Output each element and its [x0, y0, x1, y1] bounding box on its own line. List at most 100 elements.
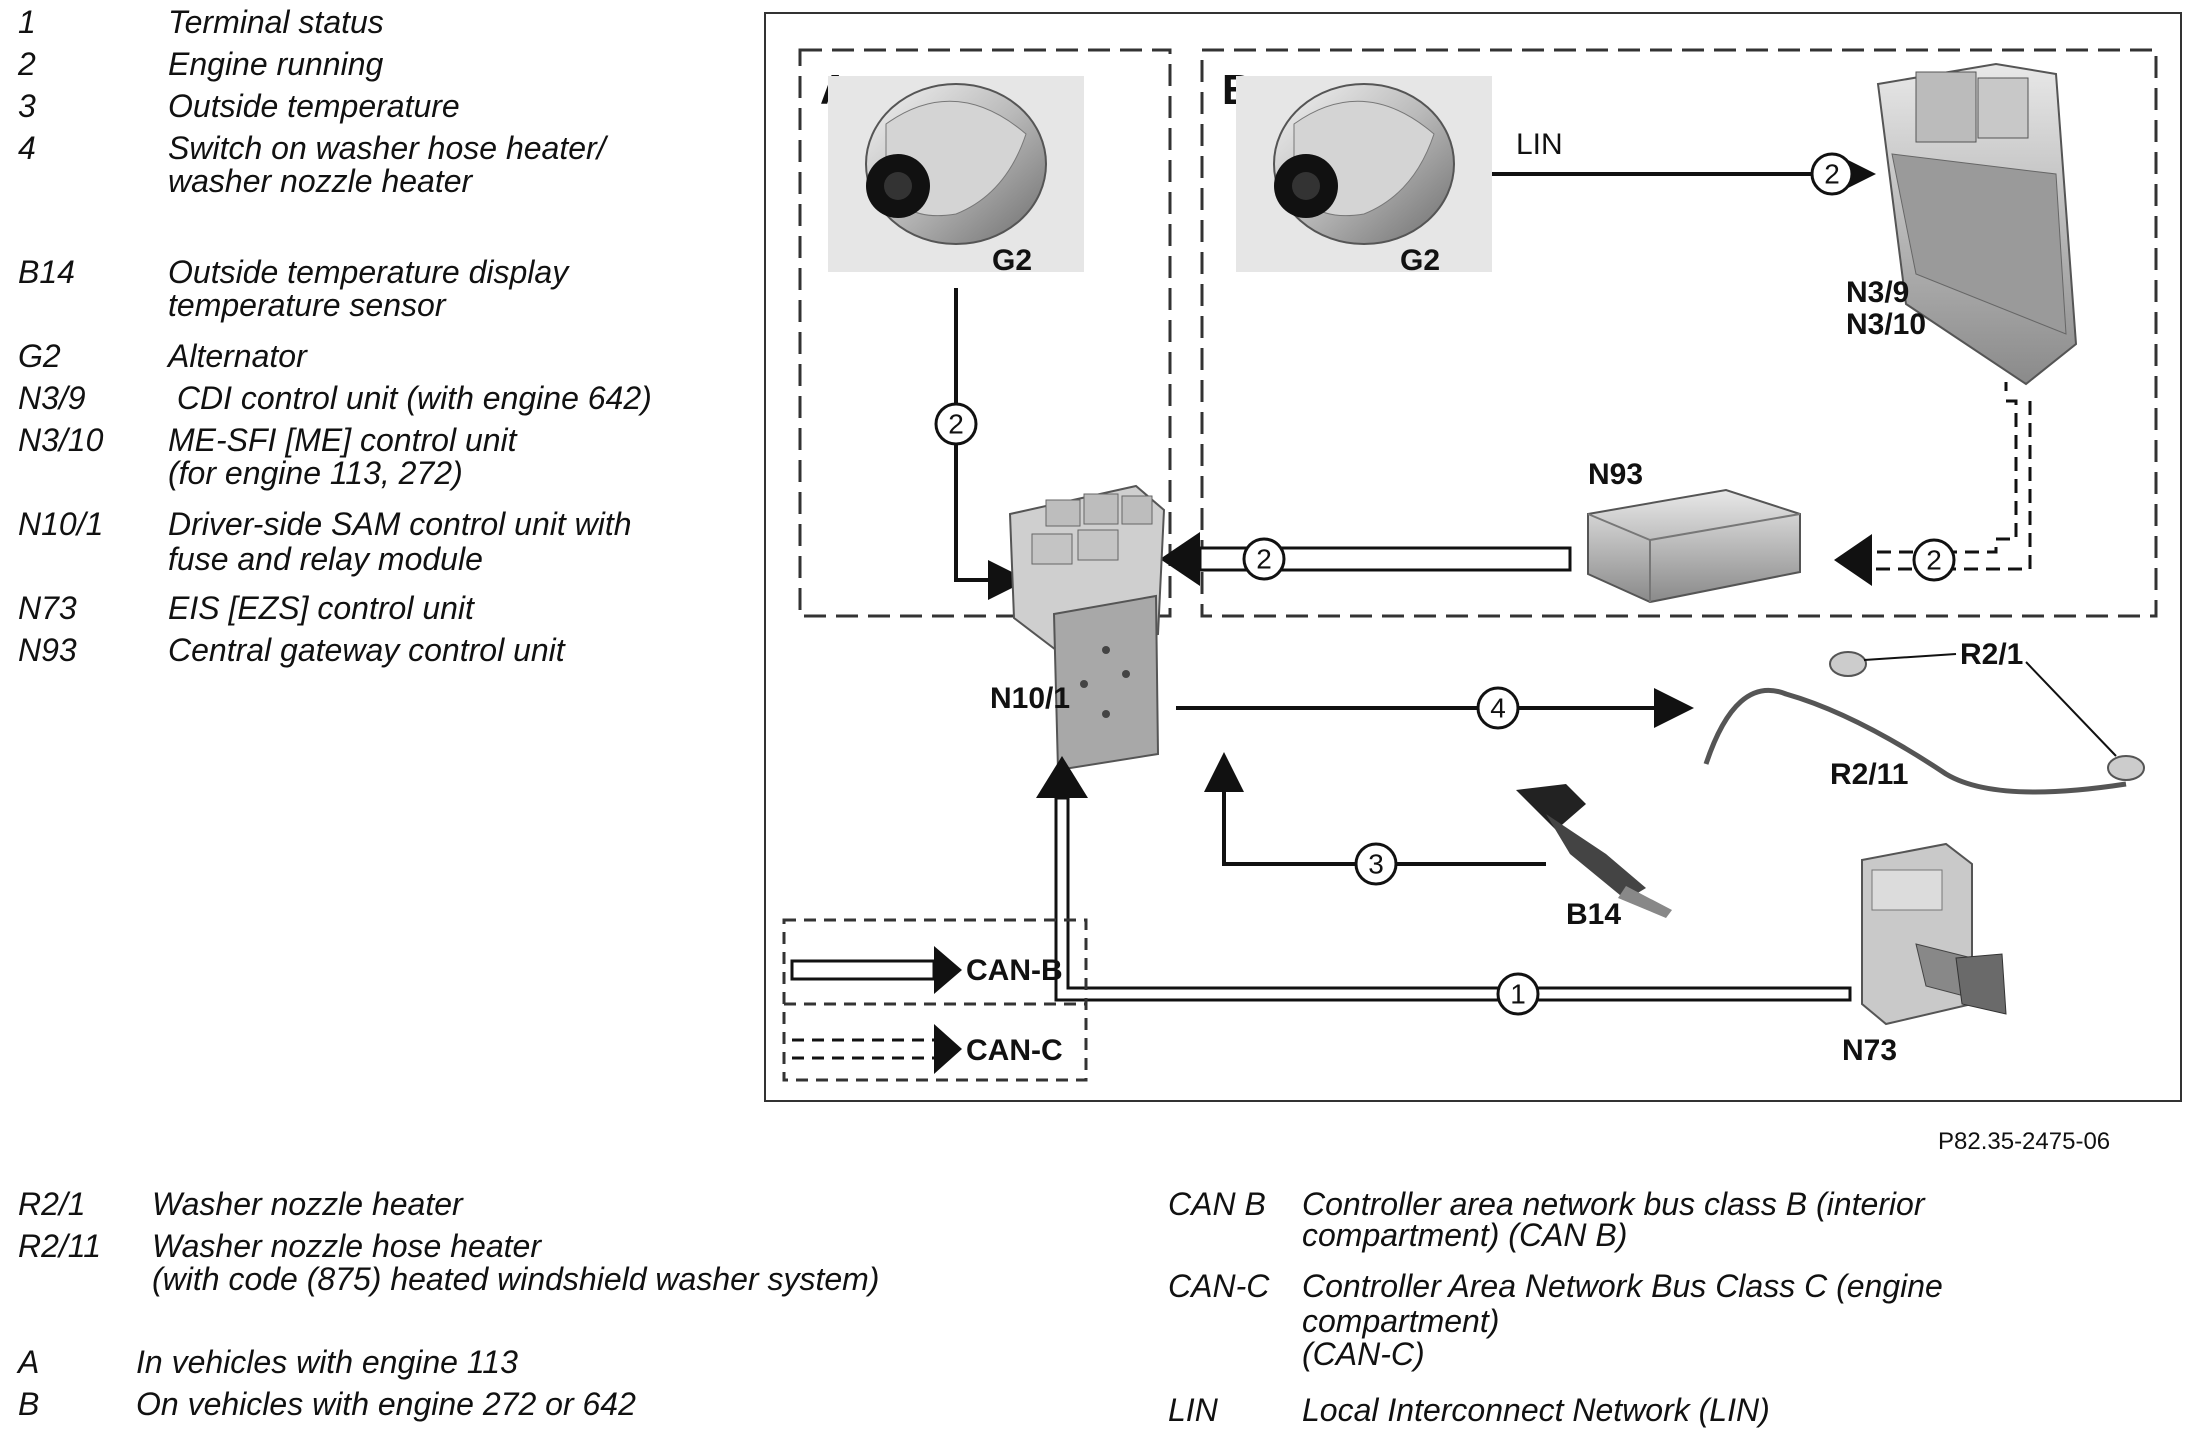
legend-desc: Controller area network bus class B (int… — [1302, 1186, 1924, 1254]
legend-desc: Local Interconnect Network (LIN) — [1302, 1392, 1770, 1428]
legend-desc: Switch on washer hose heater/ washer noz… — [168, 130, 606, 200]
legend-code: B — [18, 1386, 40, 1422]
figure-reference: P82.35-2475-06 — [1938, 1128, 2111, 1155]
alternator-a-icon — [828, 76, 1084, 272]
engine-control-unit-icon — [1876, 62, 2078, 386]
legend-desc: Washer nozzle hose heater (with code (87… — [152, 1228, 879, 1298]
n93-label: N93 — [1588, 458, 1643, 491]
n73-label: N73 — [1842, 1034, 1897, 1067]
can-c-legend-line — [792, 1038, 934, 1060]
legend-item: N93 Central gateway control unit — [18, 632, 748, 674]
legend-desc-line: (for engine 113, 272) — [168, 455, 463, 491]
legend-item: 1 Terminal status — [18, 4, 748, 46]
legend-desc-line: ME-SFI [ME] control unit — [168, 422, 517, 458]
signal-2-a-marker — [934, 402, 978, 446]
legend-item: LIN Local Interconnect Network (LIN) — [1168, 1392, 2178, 1434]
legend-item: R2/1 Washer nozzle heater — [18, 1186, 1018, 1228]
can-b-legend-line — [790, 959, 936, 981]
legend-desc: Washer nozzle heater — [152, 1186, 463, 1222]
legend-desc-line: temperature sensor — [168, 287, 446, 323]
legend-desc: Engine running — [168, 46, 384, 82]
legend-item: N3/10 ME-SFI [ME] control unit (for engi… — [18, 422, 748, 506]
lin-label: LIN — [1516, 128, 1563, 161]
alternator-b-icon — [1236, 76, 1492, 272]
legend-desc-line: (with code (875) heated windshield washe… — [152, 1261, 880, 1297]
legend-item: N10/1 Driver-side SAM control unit with … — [18, 506, 748, 590]
diagram-svg: A B G2 G2 LIN 2 — [782, 48, 2158, 1082]
r2-1-label: R2/1 — [1960, 638, 2023, 671]
legend-item: G2 Alternator — [18, 338, 748, 380]
legend-item: R2/11 Washer nozzle hose heater (with co… — [18, 1228, 1018, 1312]
legend-item: CAN B Controller area network bus class … — [1168, 1186, 2178, 1268]
legend-item: 3 Outside temperature — [18, 88, 748, 130]
signal-2-can-c-number: 2 — [1926, 545, 1942, 576]
legend-desc: Outside temperature display temperature … — [168, 254, 568, 324]
n10-1-label: N10/1 — [990, 682, 1070, 715]
legend-desc: On vehicles with engine 272 or 642 — [136, 1386, 636, 1422]
alternator-a-line — [954, 288, 1028, 600]
legend-desc: Terminal status — [168, 4, 384, 40]
legend-item: 2 Engine running — [18, 46, 748, 88]
signal-4-number: 4 — [1490, 693, 1506, 724]
legend-item: CAN-C Controller Area Network Bus Class … — [1168, 1268, 2178, 1392]
temperature-sensor-icon — [1516, 784, 1672, 918]
box-a — [798, 48, 1172, 618]
legend-desc: Outside temperature — [168, 88, 460, 124]
legend-code: A — [18, 1344, 40, 1380]
legend-desc-line: Controller Area Network Bus Class C (eng… — [1302, 1268, 1943, 1304]
can-b-legend-arrow — [934, 946, 962, 994]
legend-desc-line: (CAN-C) — [1302, 1336, 1425, 1372]
central-gateway-icon — [1587, 488, 1801, 604]
legend-bottom-right: CAN B Controller area network bus class … — [1168, 1186, 2178, 1434]
legend-item: N73 EIS [EZS] control unit — [18, 590, 748, 632]
can-c-arrowhead — [1834, 534, 1872, 586]
legend-item: N3/9 CDI control unit (with engine 642) — [18, 380, 748, 422]
g2-b-label: G2 — [1400, 244, 1440, 277]
legend-desc: ME-SFI [ME] control unit (for engine 113… — [168, 422, 517, 492]
signal-2-a-number: 2 — [948, 409, 964, 440]
signal-2-can-b-number: 2 — [1256, 544, 1272, 575]
can-c-legend-arrow — [934, 1024, 962, 1074]
legend-code: N10/1 — [18, 506, 104, 542]
legend-desc-line: Driver-side SAM control unit with — [168, 506, 632, 542]
ignition-switch-icon — [1861, 842, 2007, 1026]
legend-desc-line: washer nozzle heater — [168, 163, 473, 199]
legend-desc-line: Washer nozzle hose heater — [152, 1228, 541, 1264]
legend-desc: Driver-side SAM control unit with fuse a… — [168, 506, 632, 578]
box-b — [1200, 48, 2158, 618]
signal-2-lin-marker — [1810, 152, 1854, 196]
diagram-frame: A B G2 G2 LIN 2 — [764, 12, 2182, 1102]
legend-desc: EIS [EZS] control unit — [168, 590, 474, 626]
legend-code: CAN-C — [1168, 1268, 1270, 1304]
g2-a-label: G2 — [992, 244, 1032, 277]
signal-4-marker — [1476, 686, 1520, 730]
legend-code: 2 — [18, 46, 36, 82]
can-b-arrowhead — [1160, 532, 1200, 586]
can-c-ecu-path — [1872, 399, 2018, 554]
can-b-legend-label: CAN-B — [966, 954, 1063, 987]
can-c-legend-label: CAN-C — [966, 1034, 1063, 1067]
legend-item: B On vehicles with engine 272 or 642 — [18, 1386, 1018, 1428]
legend-code: N3/9 — [18, 380, 86, 416]
legend-code: 4 — [18, 130, 36, 166]
legend-code: B14 — [18, 254, 75, 290]
signal-3-number: 3 — [1368, 849, 1384, 880]
signal-2-can-b-marker — [1242, 537, 1286, 581]
legend-code: CAN B — [1168, 1186, 1266, 1222]
legend-code: LIN — [1168, 1392, 1218, 1428]
legend-code: G2 — [18, 338, 61, 374]
terminal-status-line — [1054, 796, 1852, 1002]
legend-desc-line: Controller area network bus class B (int… — [1302, 1186, 1925, 1222]
legend-desc: Central gateway control unit — [168, 632, 565, 668]
bus-legend-box — [782, 918, 1088, 1082]
can-c-ecu-path-outer — [1872, 401, 2032, 571]
legend-desc: Alternator — [168, 338, 307, 374]
legend-code: N3/10 — [18, 422, 104, 458]
terminal-status-arrowhead — [1036, 756, 1088, 798]
legend-desc-line: fuse and relay module — [168, 541, 483, 577]
legend-code: 3 — [18, 88, 36, 124]
n3-10-label: N3/10 — [1846, 308, 1926, 341]
legend-code: 1 — [18, 4, 36, 40]
signal-2-can-c-marker — [1912, 538, 1956, 582]
legend-bottom-left: R2/1 Washer nozzle heater R2/11 Washer n… — [18, 1186, 1018, 1428]
